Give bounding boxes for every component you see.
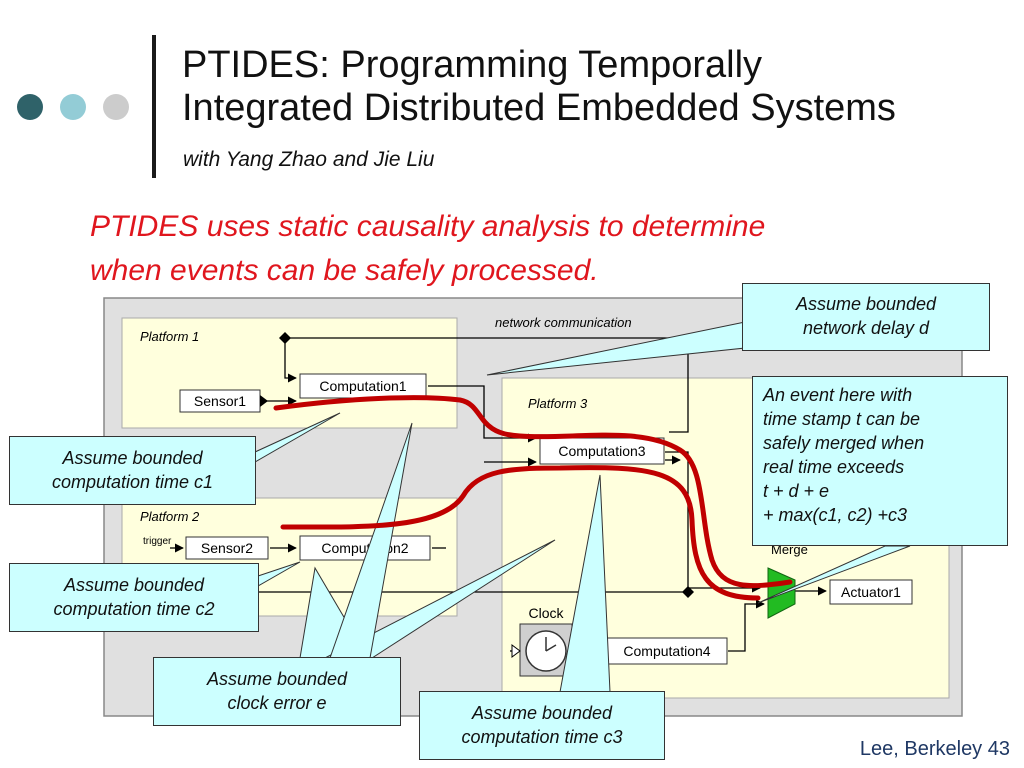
computation4-actor (606, 637, 728, 665)
network-communication-label: network communication (495, 315, 632, 330)
callout-line: Assume bounded (62, 448, 203, 468)
red-path-upper (273, 395, 793, 589)
red-path-lower (280, 465, 761, 601)
sensor2-label: Sensor2 (201, 540, 253, 556)
computation1-actor (299, 373, 427, 399)
slide-title-line1: PTIDES: Programming Temporally (182, 44, 763, 86)
callout-line: t + d + e (763, 481, 830, 501)
callout-line: real time exceeds (763, 457, 905, 477)
callout-line: computation time c1 (51, 472, 214, 492)
callout-line: computation time c3 (461, 727, 623, 747)
wire-top-bus (285, 337, 689, 433)
computation1-label: Computation1 (319, 378, 406, 394)
slide-headline-line2: when events can be safely processed. (90, 254, 599, 287)
callout-line: An event here with (763, 385, 913, 405)
callout-line: Assume bounded (63, 575, 205, 595)
callout-c3: Assume bounded computation time c3 (419, 691, 665, 760)
title-divider (152, 35, 156, 178)
callout-clock-error: Assume bounded clock error e (153, 657, 401, 726)
computation2-actor (299, 535, 431, 561)
computation3-actor (539, 437, 665, 465)
decor-dot-dark (17, 94, 43, 120)
wire-p1-clock-to-comp1 (284, 338, 297, 383)
callout-line: network delay d (802, 318, 930, 338)
slide-headline-line1: PTIDES uses static causality analysis to… (90, 210, 766, 243)
callout-line: time stamp t can be (763, 409, 921, 429)
slide-footer: Lee, Berkeley 43 (859, 738, 1010, 760)
callout-network-delay: Assume bounded network delay d (742, 283, 990, 351)
wire-comp1-out (428, 385, 537, 443)
callout-merge-note: An event here with time stamp t can be s… (752, 376, 1008, 546)
sensor1-label: Sensor1 (194, 393, 246, 409)
actuator1-label: Actuator1 (841, 584, 901, 600)
slide-title: PTIDES: Programming Temporally Integrate… (182, 44, 896, 130)
actuator1-actor (829, 579, 913, 605)
platform1-label: Platform 1 (140, 329, 199, 344)
sensor1-output-port (260, 395, 268, 407)
junction-diamond-2 (682, 586, 694, 598)
junction-diamond-1 (279, 332, 291, 344)
callout-line: safely merged when (763, 433, 925, 453)
platform1-box (121, 317, 458, 429)
callout-line: Assume bounded (206, 669, 348, 689)
computation3-label: Computation3 (558, 443, 645, 459)
clock-label: Clock (528, 605, 564, 621)
slide-title-line2: Integrated Distributed Embedded Systems (182, 87, 896, 129)
callout-line: Assume bounded (795, 294, 937, 314)
slide-subtitle: with Yang Zhao and Jie Liu (183, 148, 435, 171)
clock-hands-icon (545, 637, 557, 652)
callout-line: Assume bounded (471, 703, 613, 723)
callout-c1: Assume bounded computation time c1 (9, 436, 256, 505)
platform3-label: Platform 3 (528, 396, 588, 411)
computation2-label: Computation2 (321, 540, 408, 556)
callout-line: clock error e (227, 693, 327, 713)
sensor2-actor (185, 536, 269, 560)
pointer-merge-note (757, 545, 911, 604)
decor-dot-gray (103, 94, 129, 120)
callout-line: + max(c1, c2) +c3 (763, 505, 908, 525)
decor-dot-light (60, 94, 86, 120)
computation4-label: Computation4 (623, 643, 710, 659)
clock-input-port (511, 644, 521, 658)
callout-line: computation time c2 (53, 599, 215, 619)
wire-comp3-right (665, 451, 761, 593)
wire-comp4-out (728, 599, 765, 652)
callout-c2: Assume bounded computation time c2 (9, 563, 259, 632)
trigger-label: trigger (143, 536, 172, 547)
platform2-label: Platform 2 (140, 509, 200, 524)
slide-headline: PTIDES uses static causality analysis to… (90, 205, 765, 293)
